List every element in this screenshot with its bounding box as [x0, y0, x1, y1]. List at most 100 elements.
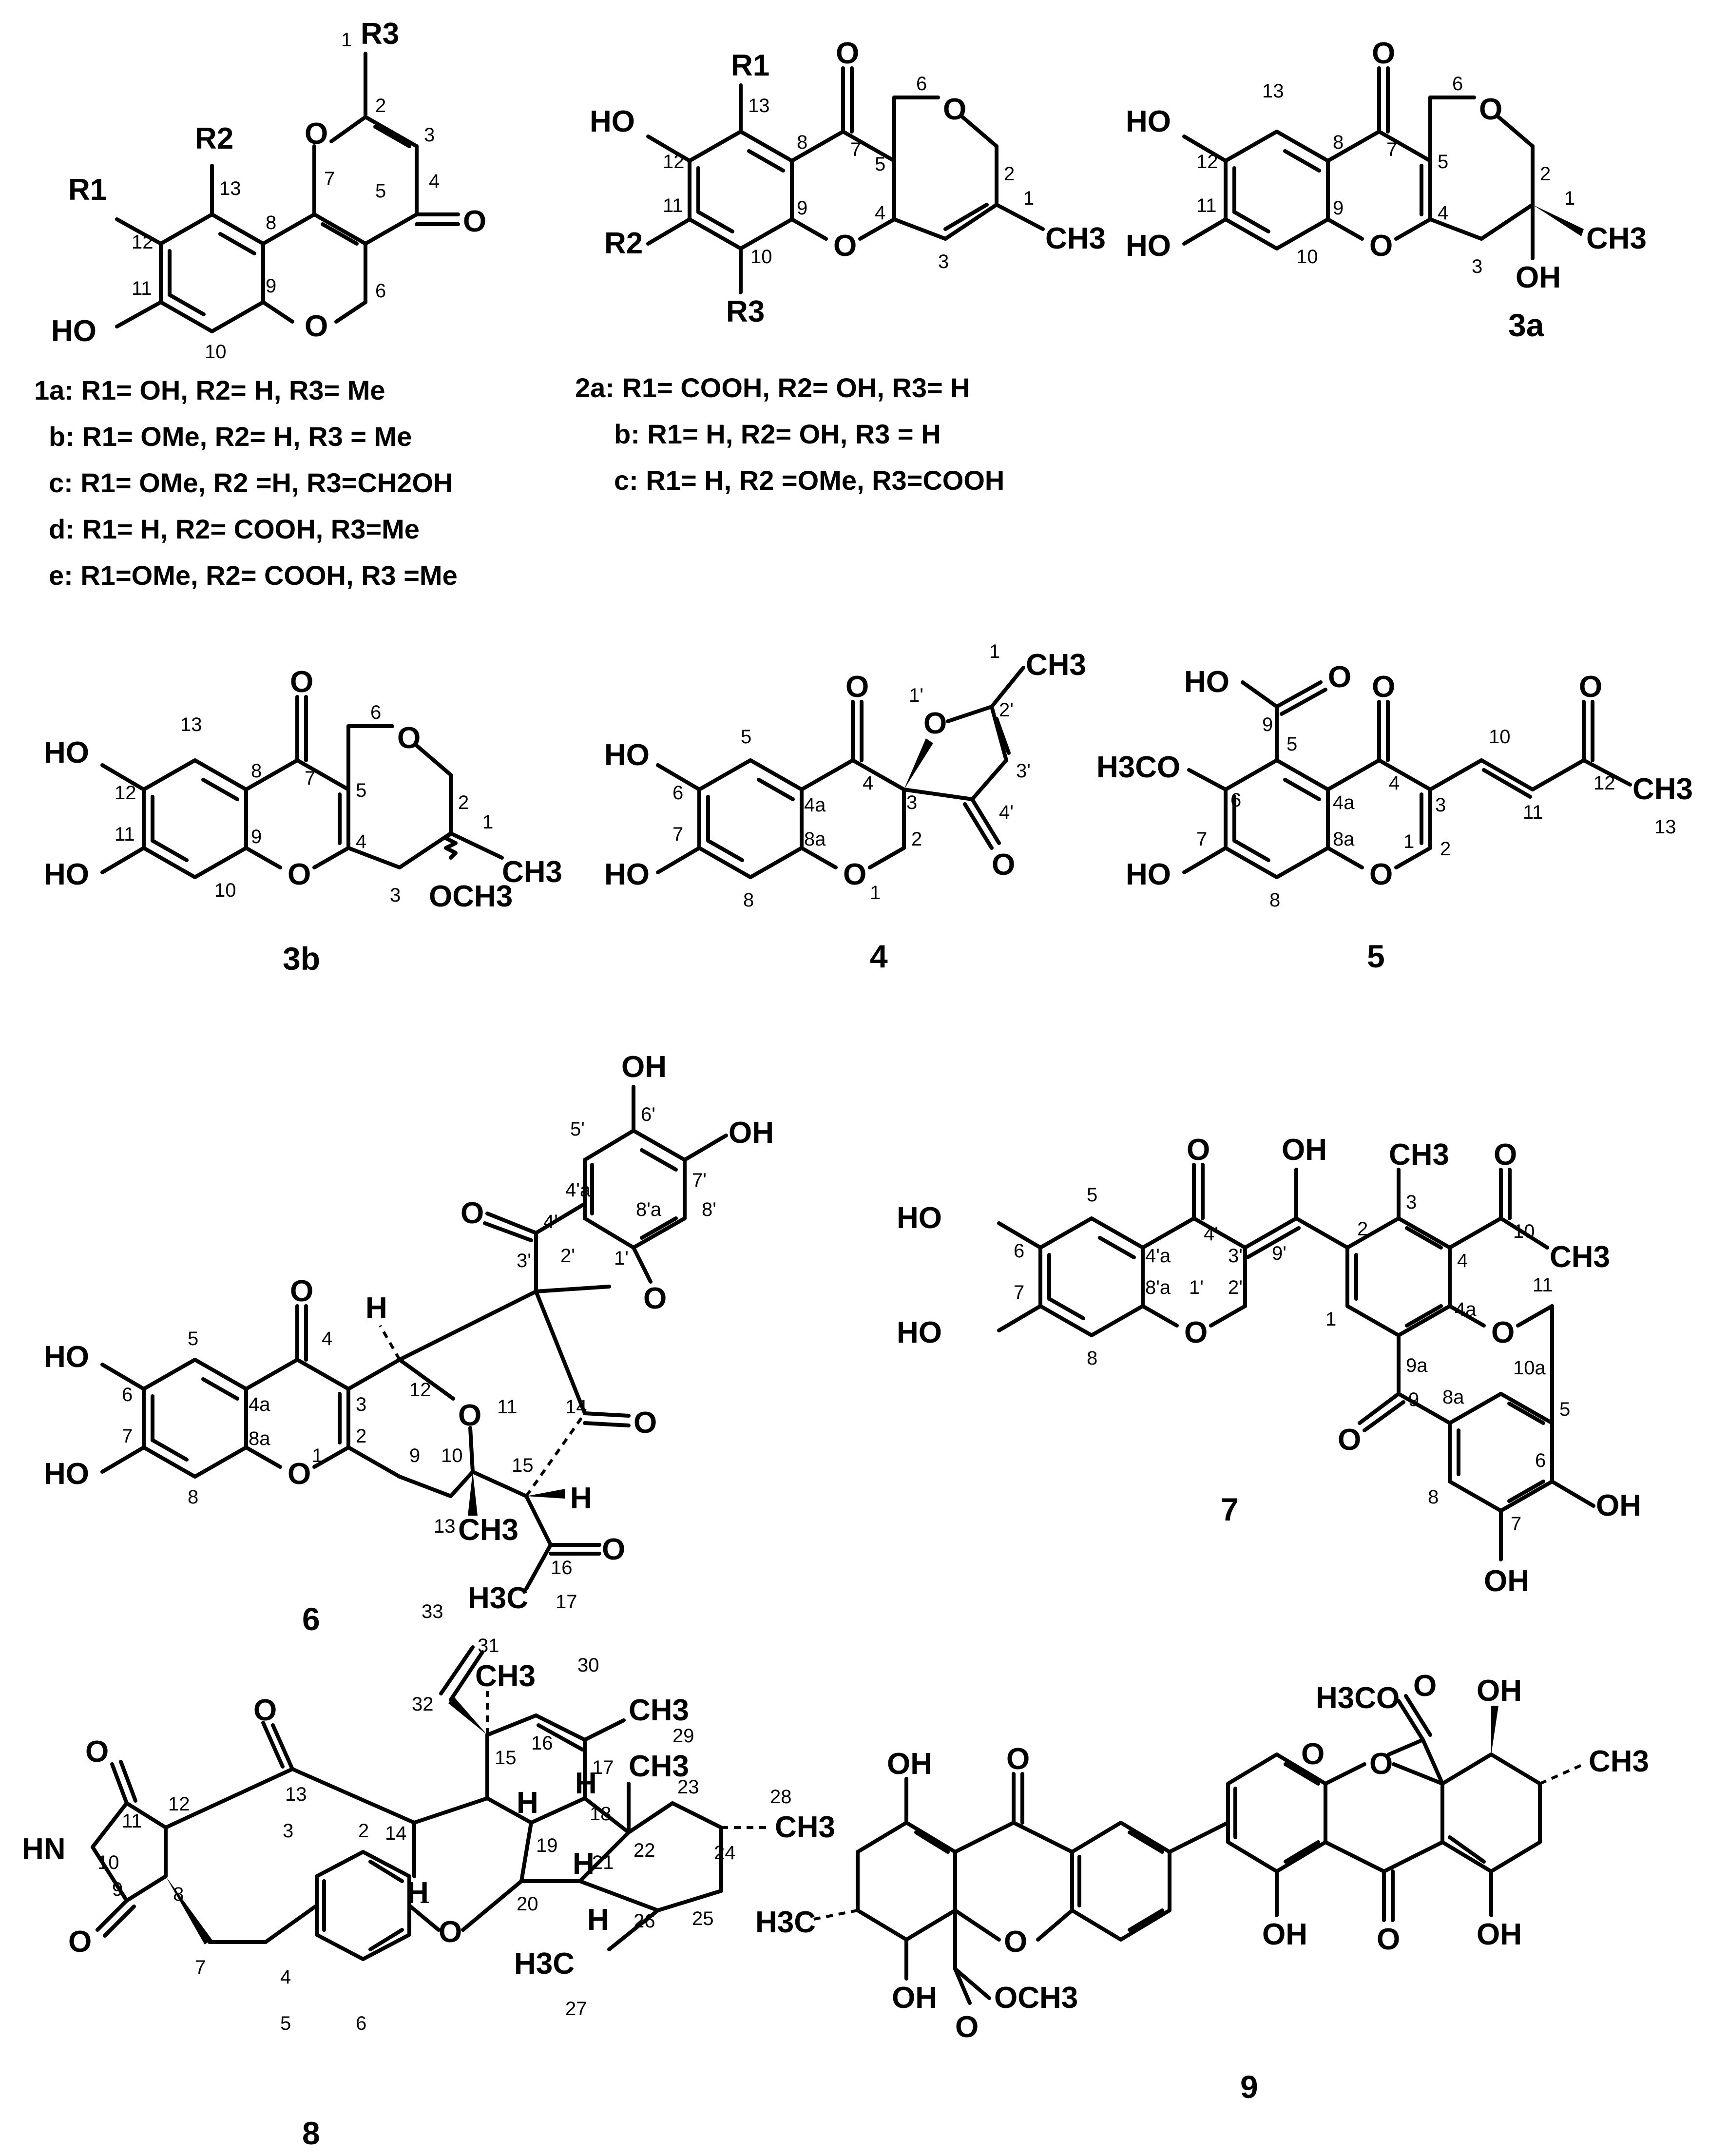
svg-text:2: 2	[375, 95, 386, 116]
svg-text:4a: 4a	[804, 794, 826, 816]
svg-text:10: 10	[1489, 726, 1511, 748]
svg-text:4: 4	[1389, 772, 1400, 794]
svg-text:29: 29	[672, 1725, 694, 1747]
c1-r2: R2	[195, 122, 233, 155]
svg-text:5: 5	[875, 154, 885, 175]
svg-text:30: 30	[577, 1655, 599, 1676]
svg-text:HO: HO	[1126, 229, 1171, 263]
svg-text:O: O	[955, 2010, 979, 2044]
svg-text:O: O	[1369, 229, 1393, 263]
svg-text:10: 10	[205, 341, 227, 363]
svg-text:8: 8	[188, 1486, 198, 1508]
svg-text:10: 10	[97, 1852, 119, 1873]
c1-r1: R1	[68, 173, 107, 207]
svg-text:CH3: CH3	[629, 1750, 689, 1783]
svg-text:1: 1	[989, 641, 1000, 662]
svg-text:10: 10	[1513, 1221, 1535, 1242]
svg-text:3: 3	[906, 792, 917, 813]
svg-text:HO: HO	[1126, 105, 1171, 138]
svg-text:O: O	[1006, 1742, 1030, 1776]
svg-text:8: 8	[251, 760, 262, 782]
c1-variant-b: b: R1= OMe, R2= H, R3 = Me	[49, 421, 412, 452]
c3a-label: 3a	[1508, 307, 1545, 343]
svg-text:O: O	[1301, 1737, 1325, 1771]
svg-text:6: 6	[1452, 73, 1463, 95]
svg-text:7: 7	[1196, 828, 1207, 850]
svg-text:O: O	[288, 858, 311, 891]
svg-text:O: O	[923, 707, 947, 740]
compound-6: OH OH HO HO O O O O O O O H H CH3 H3C 1 …	[44, 1050, 774, 1637]
svg-text:O: O	[643, 1282, 667, 1315]
svg-text:O: O	[1338, 1423, 1361, 1457]
svg-text:c: R1= H, R2 =OMe, R3=COOH: c: R1= H, R2 =OMe, R3=COOH	[614, 465, 1004, 496]
compound-1: R3 R2 R1 O O O HO 1 2 3 4 5 6 7 8 9 10 1…	[34, 17, 486, 591]
svg-text:10: 10	[214, 880, 236, 901]
svg-text:8a: 8a	[804, 828, 826, 850]
svg-text:15: 15	[495, 1747, 517, 1769]
svg-text:H: H	[573, 1847, 595, 1881]
svg-text:H3CO: H3CO	[1316, 1681, 1400, 1715]
svg-text:8: 8	[743, 889, 754, 911]
svg-text:O: O	[845, 670, 869, 704]
svg-text:1: 1	[482, 811, 493, 833]
svg-text:HO: HO	[44, 1340, 89, 1374]
svg-text:2': 2'	[560, 1245, 575, 1267]
svg-text:O: O	[1479, 93, 1502, 126]
svg-text:O: O	[290, 665, 313, 699]
svg-text:6: 6	[375, 280, 386, 302]
svg-text:4: 4	[863, 772, 873, 794]
svg-text:13: 13	[1262, 80, 1284, 102]
svg-text:CH3: CH3	[475, 1659, 536, 1693]
svg-text:1: 1	[1325, 1309, 1336, 1330]
svg-text:HO: HO	[604, 738, 650, 772]
svg-text:O: O	[1372, 37, 1395, 70]
svg-text:OH: OH	[621, 1050, 667, 1084]
svg-text:31: 31	[478, 1635, 499, 1656]
svg-text:7: 7	[672, 824, 683, 845]
svg-text:O: O	[1491, 1316, 1515, 1349]
svg-text:3: 3	[1435, 794, 1446, 816]
svg-text:OH: OH	[892, 1981, 937, 2015]
svg-text:17: 17	[556, 1591, 577, 1613]
svg-text:5: 5	[188, 1328, 198, 1349]
svg-text:1: 1	[312, 1445, 323, 1466]
svg-text:11: 11	[1196, 195, 1217, 216]
svg-text:13: 13	[285, 1784, 307, 1805]
svg-text:CH3: CH3	[458, 1513, 518, 1547]
svg-text:6: 6	[370, 702, 381, 723]
svg-text:3: 3	[1406, 1192, 1417, 1213]
svg-text:10: 10	[441, 1445, 463, 1466]
svg-text:4: 4	[322, 1328, 332, 1349]
svg-text:CH3: CH3	[1045, 222, 1106, 255]
compound-8: O O HN O O CH3 CH3 CH3 CH3 H3C H H H H H…	[22, 1601, 835, 2151]
svg-text:4: 4	[1457, 1250, 1468, 1271]
svg-text:14: 14	[385, 1823, 407, 1844]
svg-text:8a: 8a	[1442, 1386, 1464, 1408]
c1-ho: HO	[51, 314, 96, 348]
svg-text:9: 9	[112, 1879, 123, 1900]
svg-text:9: 9	[797, 197, 807, 219]
svg-text:1': 1'	[909, 685, 923, 706]
svg-text:13: 13	[748, 95, 770, 116]
svg-text:R2: R2	[604, 227, 643, 260]
svg-text:HO: HO	[897, 1201, 942, 1235]
svg-text:7: 7	[195, 1957, 206, 1978]
svg-text:5: 5	[1559, 1399, 1570, 1420]
svg-text:6: 6	[916, 73, 927, 95]
svg-text:OH: OH	[1477, 1918, 1522, 1951]
c1-o-ring2: O	[305, 309, 328, 343]
svg-text:O: O	[1369, 1747, 1393, 1781]
svg-text:3: 3	[938, 251, 949, 272]
svg-text:OH: OH	[1262, 1918, 1307, 1951]
svg-text:8a: 8a	[249, 1428, 270, 1449]
svg-text:12: 12	[1196, 151, 1218, 173]
svg-text:11: 11	[122, 1810, 142, 1832]
svg-text:OH: OH	[1477, 1674, 1522, 1708]
svg-text:O: O	[68, 1925, 92, 1959]
svg-text:2: 2	[1540, 163, 1551, 185]
svg-text:1: 1	[1023, 188, 1034, 209]
svg-text:10: 10	[750, 246, 772, 268]
svg-text:8a: 8a	[1333, 828, 1355, 850]
compound-7: O OH CH3 O CH3 HO HO O O O OH OH 1 2 3 4…	[897, 1133, 1641, 1598]
